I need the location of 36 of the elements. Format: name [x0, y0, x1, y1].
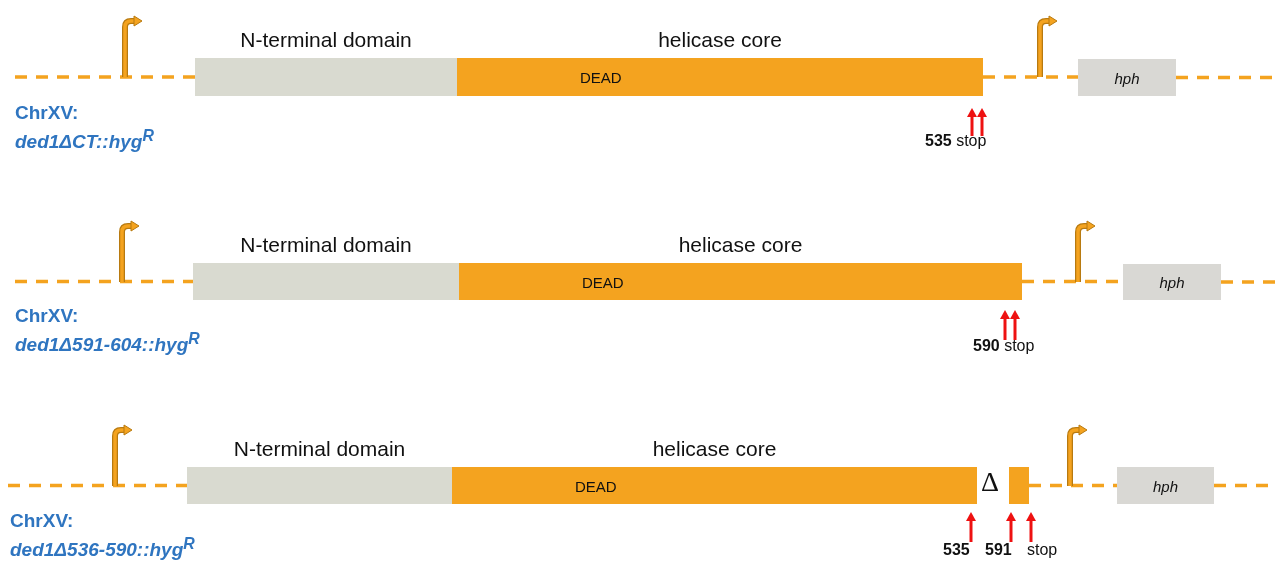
domain-heading: helicase core	[652, 437, 777, 461]
gene-label: hph	[1114, 69, 1140, 86]
chromosome-line	[983, 75, 1078, 79]
domain-heading: N-terminal domain	[240, 233, 412, 257]
gene-label: hph	[1153, 477, 1178, 494]
chromosome-line	[1221, 280, 1275, 284]
chromosome-line	[15, 279, 193, 284]
motif-label: DEAD	[580, 68, 622, 86]
marker-gene-box	[1123, 264, 1221, 300]
allele-label: ded1ΔCT::hyg$^{R}$	[15, 127, 154, 154]
domain-box	[1009, 467, 1029, 504]
domain-heading: helicase core	[678, 233, 803, 257]
chromosome-label: ChrXV:	[10, 510, 74, 532]
marker-gene-box	[1078, 59, 1176, 96]
chromosome-line	[1214, 483, 1268, 488]
position-label: 590 stop	[973, 337, 1035, 355]
chromosome-line	[1176, 75, 1275, 80]
domain-heading: N-terminal domain	[240, 28, 412, 52]
chromosome-line	[1029, 483, 1117, 488]
position-label: stop	[1027, 541, 1058, 559]
deletion-symbol: Δ	[981, 466, 999, 498]
chromosome-label: ChrXV:	[15, 102, 79, 124]
allele-label: ded1Δ591-604::hyg$^{R}$	[15, 330, 200, 357]
position-label: 535 stop	[925, 132, 987, 150]
position-label: 535	[943, 541, 970, 559]
motif-label: DEAD	[582, 273, 624, 290]
allele-label: ded1Δ536-590::hyg$^{R}$	[10, 535, 195, 562]
gene-label: hph	[1159, 273, 1185, 291]
chromosome-line	[15, 75, 195, 79]
position-label: 591	[985, 541, 1012, 559]
motif-label: DEAD	[575, 477, 617, 494]
chromosome-line	[8, 483, 187, 488]
domain-heading: N-terminal domain	[233, 437, 406, 461]
marker-gene-box	[1117, 467, 1214, 504]
domain-heading: helicase core	[658, 28, 782, 52]
chromosome-label: ChrXV:	[15, 305, 79, 327]
